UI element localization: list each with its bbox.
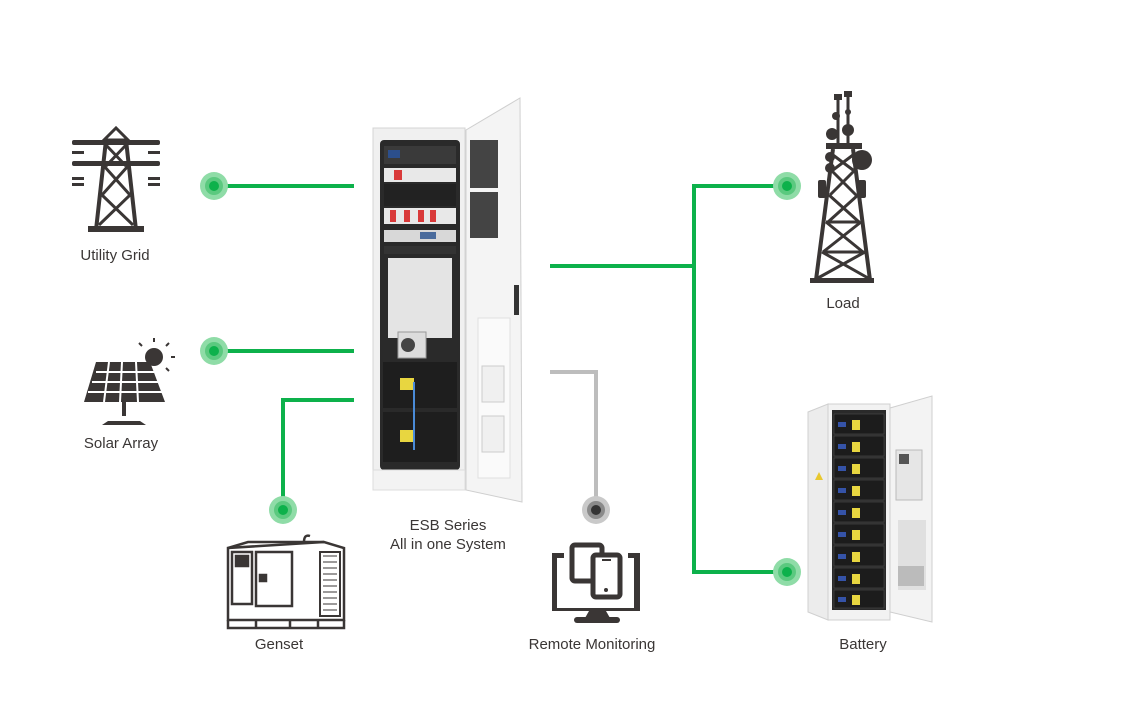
connection-lines bbox=[214, 184, 787, 574]
utility-grid-label: Utility Grid bbox=[80, 247, 150, 264]
battery-cabinet-image bbox=[807, 395, 933, 623]
devices-icon bbox=[552, 542, 640, 623]
esb-label-line2: All in one System bbox=[390, 536, 506, 553]
remote-monitoring-label: Remote Monitoring bbox=[528, 636, 656, 653]
genset-label: Genset bbox=[254, 636, 304, 653]
line-load-battery-bus bbox=[692, 184, 787, 574]
connector-solar-array bbox=[200, 337, 228, 365]
esb-label-line1: ESB Series bbox=[409, 517, 487, 534]
connector-genset bbox=[269, 496, 297, 524]
load-label: Load bbox=[826, 295, 860, 312]
esb-cabinet-image bbox=[372, 97, 523, 503]
connector-battery bbox=[773, 558, 801, 586]
connector-load bbox=[773, 172, 801, 200]
solar-panel-icon bbox=[84, 338, 175, 425]
connector-remote-monitoring bbox=[582, 496, 610, 524]
telecom-tower-icon bbox=[810, 91, 874, 283]
solar-array-label: Solar Array bbox=[83, 435, 159, 452]
battery-label: Battery bbox=[839, 636, 887, 653]
generator-icon bbox=[226, 534, 346, 630]
line-genset bbox=[281, 398, 354, 510]
connector-utility-grid bbox=[200, 172, 228, 200]
line-remote-monitoring bbox=[550, 370, 598, 510]
transmission-tower-icon bbox=[72, 125, 160, 232]
